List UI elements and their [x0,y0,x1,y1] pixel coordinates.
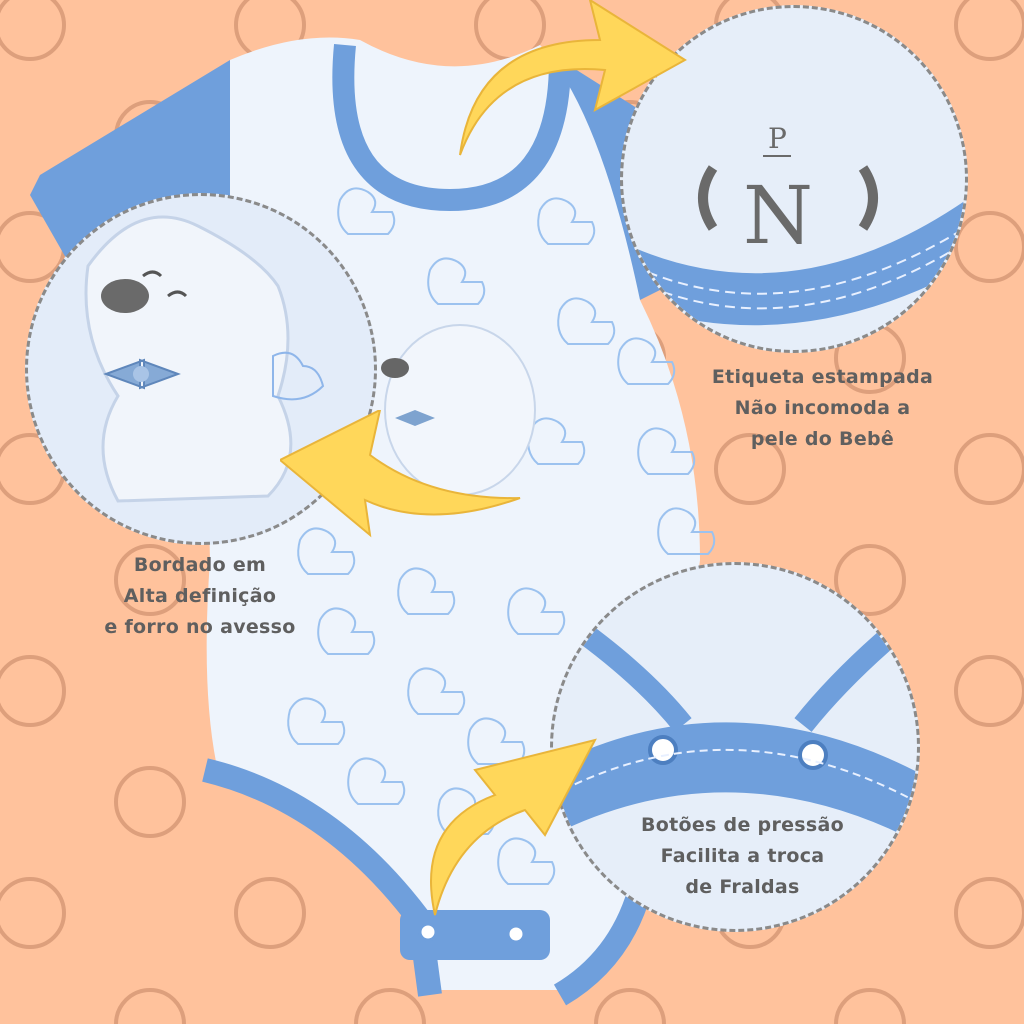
background-circle [834,544,906,616]
background-circle [954,655,1024,727]
arrow-to-snaps [430,738,597,916]
caption-line: Não incomoda a [734,397,911,419]
neck-trim [332,43,571,212]
background-circle [954,877,1024,949]
background-circle [834,988,906,1024]
background-circle [714,433,786,505]
background-circle [0,655,66,727]
arrow-to-embroidery [280,410,521,538]
dog-print-pattern [287,187,716,885]
background-circle [594,988,666,1024]
caption-line: Etiqueta estampada [711,366,934,388]
dog-print [297,527,356,575]
dog-print [527,417,586,465]
arrow-to-label [459,0,687,156]
caption-line: pele do Bebê [750,428,895,450]
background-circle [354,988,426,1024]
background-circle [234,877,306,949]
snaps-caption: Botões de pressão Facilita a troca de Fr… [620,810,865,903]
background-circle [0,0,66,61]
caption-line: de Fraldas [685,876,800,898]
label-caption: Etiqueta estampada Não incomoda a pele d… [690,362,955,455]
dog-print [347,757,406,805]
embroidery-caption: Bordado em Alta definição e forro no ave… [95,550,305,643]
dog-print [497,837,556,885]
snap-buttons-detail-inset [550,562,920,932]
printed-label-closeup: P N [623,122,965,326]
label-size: P [768,122,787,155]
dog-print [617,337,676,385]
dog-print [317,607,376,655]
leg-trim-right [553,886,652,1006]
caption-line: Botões de pressão [640,814,845,836]
background-circle [954,211,1024,283]
dog-print [287,697,346,745]
dog-print [657,507,716,555]
background-circle [114,544,186,616]
leg-trim-left [202,758,442,997]
caption-line: e forro no avesso [104,616,296,638]
background-circle [954,0,1024,61]
embroidered-puppy-closeup [84,215,325,503]
caption-line: Alta definição [123,585,277,607]
dog-print [467,717,526,765]
dog-print [637,427,696,475]
background-circle [114,766,186,838]
caption-line: Facilita a troca [660,845,825,867]
snap-button [418,922,438,942]
dog-print [557,297,616,345]
dog-print [337,187,396,235]
background-circle [954,433,1024,505]
dog-print [397,567,456,615]
background-circle [0,877,66,949]
dog-print [407,667,466,715]
snap-button [506,924,526,944]
dog-print [427,257,486,305]
background-circle [114,988,186,1024]
label-monogram: N [743,169,813,262]
caption-line: Bordado em [133,554,267,576]
embroidery-detail-inset [25,193,377,545]
crotch-snap-tab [400,910,550,960]
dog-print [507,587,566,635]
dog-print [537,197,596,245]
